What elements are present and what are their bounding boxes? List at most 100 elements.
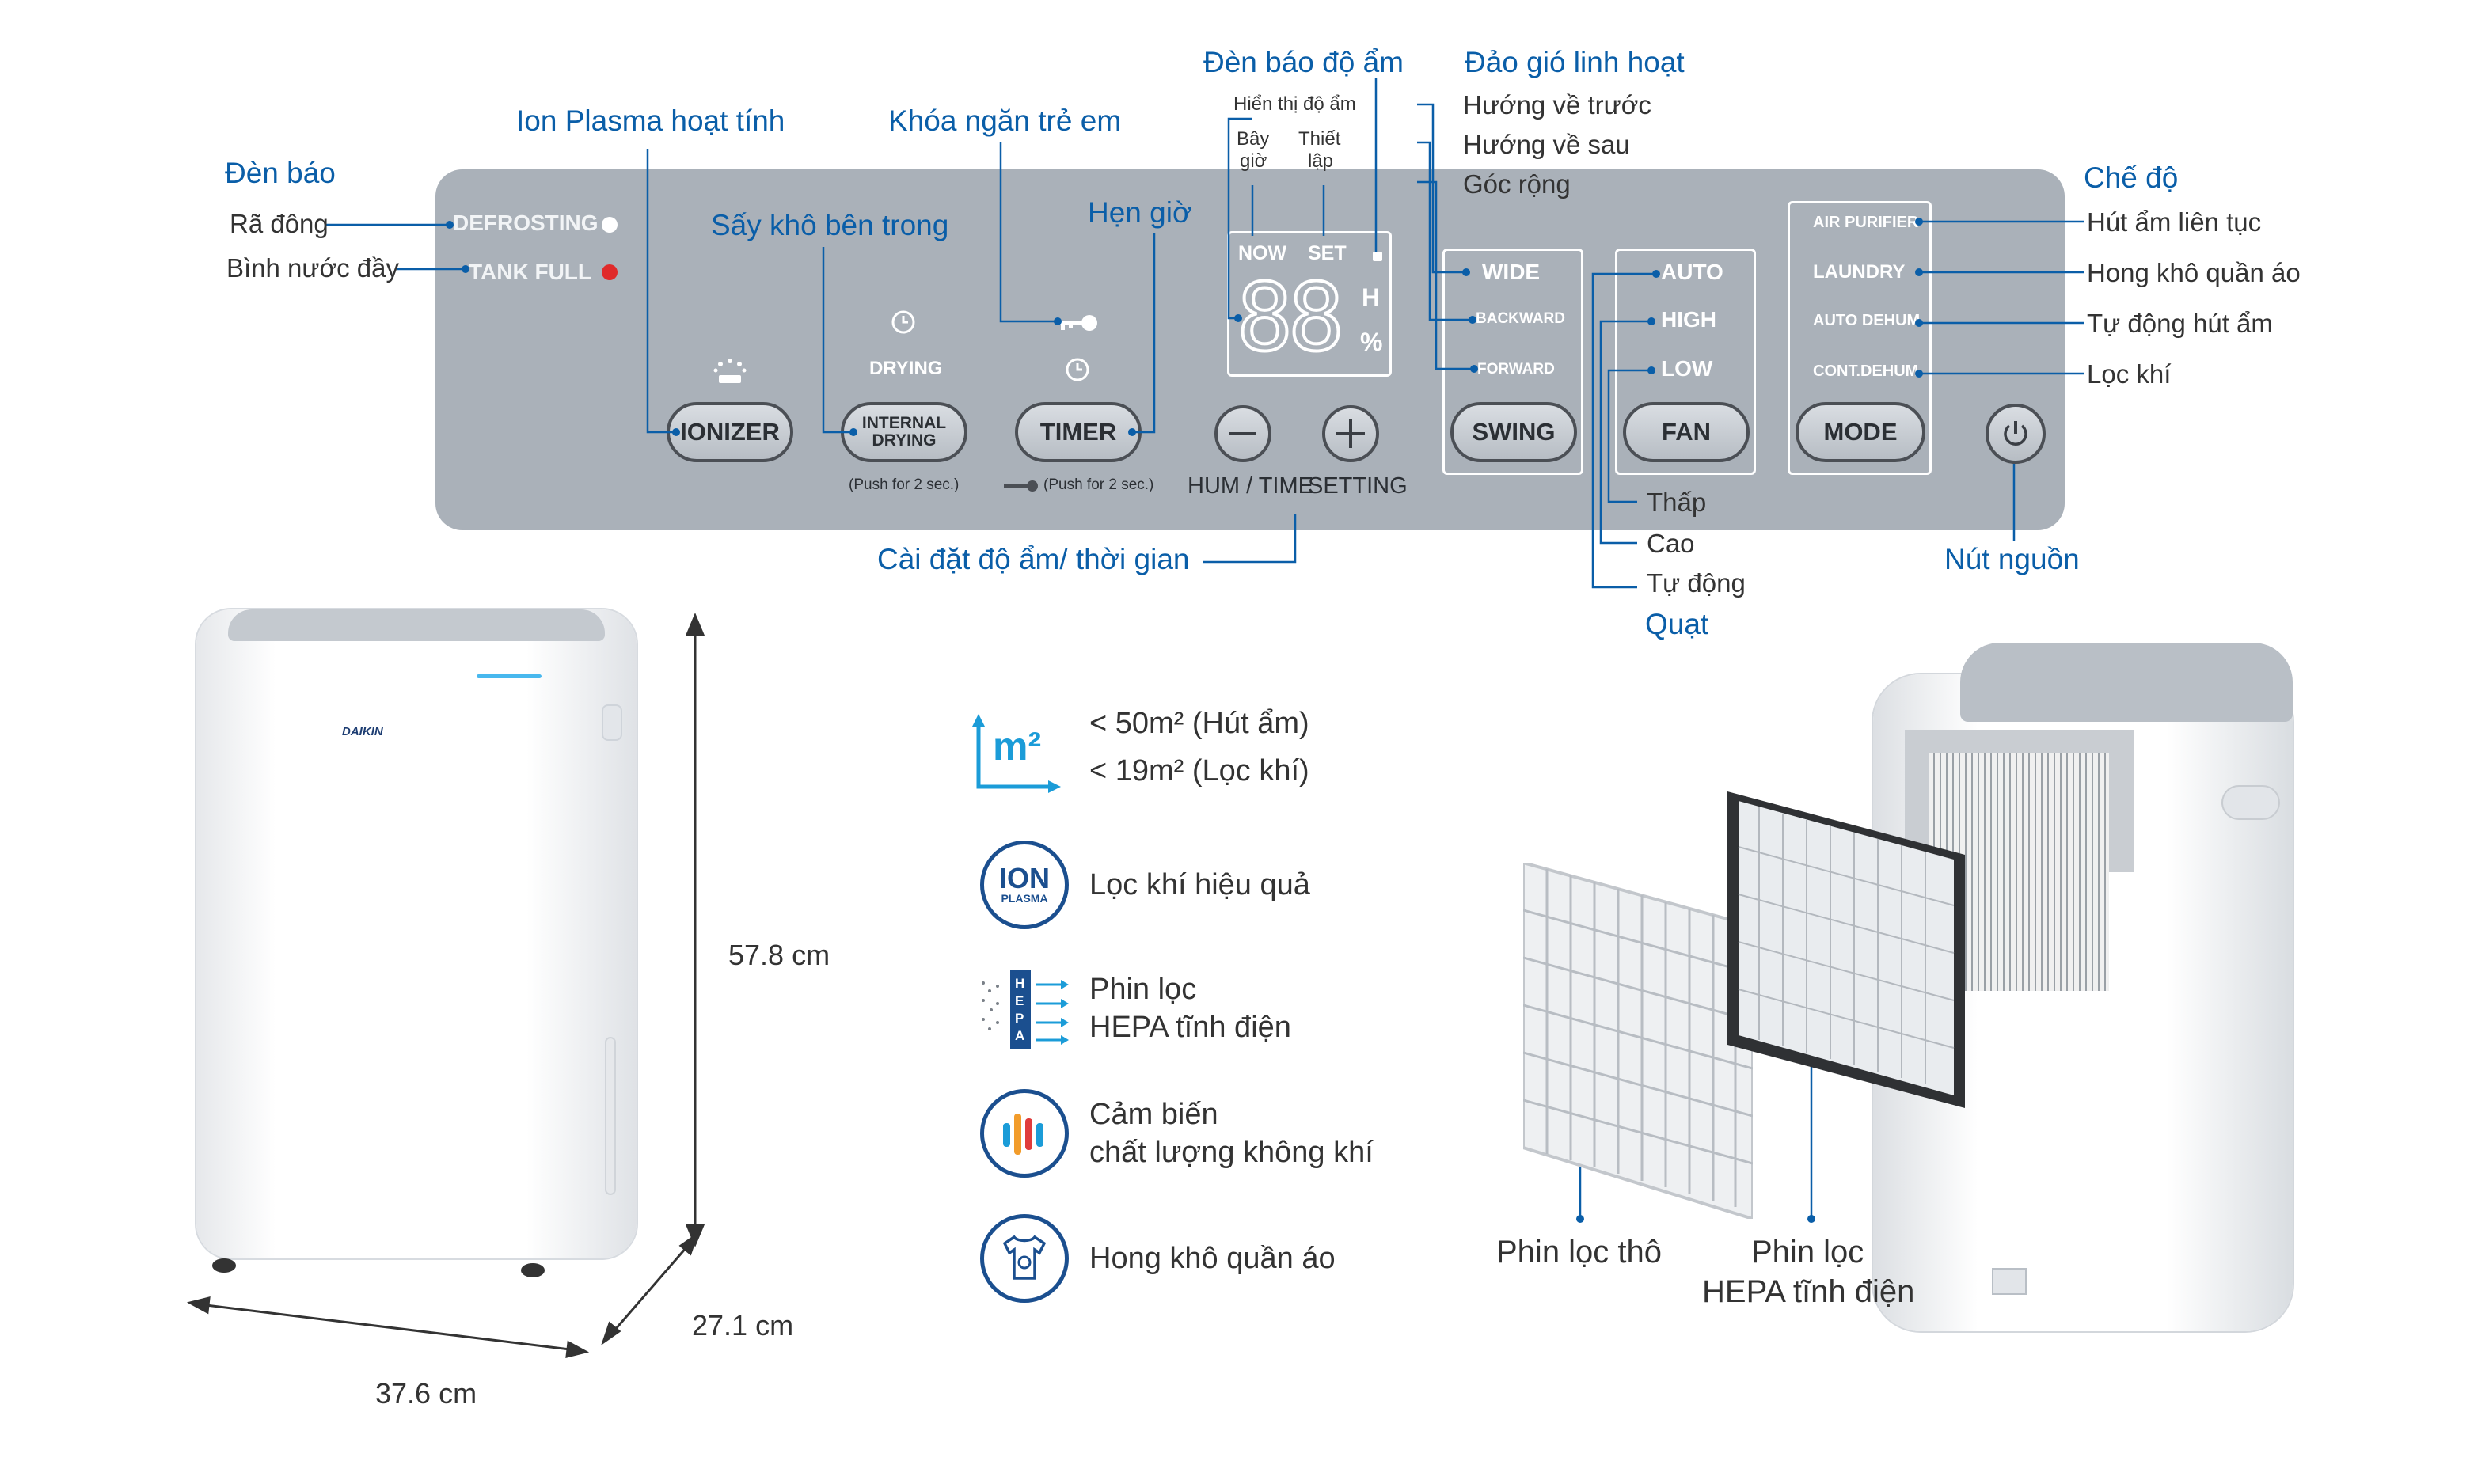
drying-label: DRYING — [869, 358, 943, 379]
annotation-ion-plasma: Ion Plasma hoạt tính — [516, 104, 785, 137]
timer-button[interactable]: TIMER — [1015, 402, 1142, 462]
annotation-tu-dong-hut-am: Tự động hút ẩm — [2087, 309, 2273, 338]
setting-label: SETTING — [1308, 473, 1408, 499]
annotation-hut-am-lien-tuc: Hút ẩm liên tục — [2087, 207, 2262, 237]
annotation-den-bao: Đèn báo — [225, 157, 336, 189]
annotation-nut-nguon: Nút nguồn — [1944, 543, 2080, 575]
swing-option-backward: BACKWARD — [1476, 310, 1565, 327]
ion-icon-label: ION — [998, 862, 1050, 894]
feature-hepa-1: Phin lọc — [1089, 973, 1197, 1006]
fan-option-auto: AUTO — [1661, 260, 1723, 284]
display-percent-unit: % — [1360, 328, 1383, 356]
display-h-unit: H — [1362, 283, 1381, 312]
m2-icon-label: m² — [993, 724, 1042, 769]
air-quality-sensor-icon — [980, 1089, 1069, 1178]
annotation-thiet-lap-1: Thiết — [1298, 128, 1341, 150]
plasma-icon-label: PLASMA — [1001, 892, 1048, 905]
annotation-hien-thi-do-am: Hiển thị độ ẩm — [1233, 93, 1356, 115]
annotation-hen-gio: Hẹn giờ — [1088, 196, 1192, 229]
key-lock-small-icon — [1002, 480, 1042, 492]
internal-drying-button[interactable]: INTERNAL DRYING — [841, 402, 967, 462]
swing-option-forward: FORWARD — [1477, 361, 1555, 378]
coarse-filter — [1522, 860, 1754, 1221]
plus-button[interactable] — [1322, 405, 1379, 462]
power-button[interactable] — [1986, 404, 2046, 464]
feature-ion: Lọc khí hiệu quả — [1089, 868, 1310, 901]
annotation-loc-khi: Lọc khí — [2087, 359, 2172, 389]
laundry-shirt-icon — [980, 1214, 1069, 1303]
fan-option-low: LOW — [1661, 356, 1713, 381]
hepa-filter-label-2: HEPA tĩnh điện — [1702, 1274, 1915, 1309]
annotation-tu-dong: Tự động — [1647, 568, 1746, 598]
mode-option-laundry: LAUNDRY — [1813, 261, 1906, 283]
fan-group — [1615, 249, 1756, 475]
swing-group — [1442, 249, 1583, 475]
annotation-che-do: Chế độ — [2084, 161, 2179, 194]
mode-option-cont-dehum: CONT.DEHUM — [1813, 362, 1919, 380]
fan-option-high: HIGH — [1661, 307, 1716, 332]
ionizer-icon — [709, 355, 751, 386]
hepa-filter — [1727, 791, 1965, 1108]
tank-full-indicator-light — [602, 264, 618, 280]
internal-drying-label-2: DRYING — [872, 431, 937, 450]
swing-button[interactable]: SWING — [1450, 402, 1577, 462]
internal-drying-label-1: INTERNAL — [861, 414, 947, 432]
minus-icon — [1229, 432, 1256, 435]
fan-button[interactable]: FAN — [1623, 402, 1750, 462]
mode-option-auto-dehum: AUTO DEHUM — [1813, 312, 1921, 329]
power-icon — [2004, 421, 2027, 446]
mode-button[interactable]: MODE — [1796, 402, 1925, 462]
annotation-cao: Cao — [1647, 529, 1695, 558]
annotation-quat: Quạt — [1645, 608, 1709, 640]
display-digits: 88 — [1235, 263, 1346, 372]
display-set-label: SET — [1308, 242, 1347, 264]
defrosting-indicator-light — [602, 217, 618, 233]
annotation-binh-nuoc-day: Bình nước đầy — [226, 253, 400, 283]
drying-clock-icon — [890, 309, 917, 336]
timer-clock-icon — [1064, 356, 1091, 383]
tank-full-indicator-label: TANK FULL — [469, 260, 591, 284]
coarse-filter-label: Phin lọc thô — [1496, 1235, 1663, 1270]
hepa-icon: HEPA — [979, 967, 1074, 1053]
mode-group — [1788, 201, 1932, 475]
feature-hepa-2: HEPA tĩnh điện — [1089, 1011, 1291, 1044]
display-indicator-light — [1373, 252, 1382, 261]
hum-time-label: HUM / TIME — [1188, 473, 1313, 499]
annotation-huong-sau: Hướng về sau — [1463, 130, 1630, 159]
annotation-thiet-lap-2: lập — [1308, 150, 1334, 172]
push-note-lock: (Push for 2 sec.) — [1043, 476, 1154, 493]
annotation-cai-dat: Cài đặt độ ẩm/ thời gian — [877, 543, 1190, 575]
ionizer-button[interactable]: IONIZER — [667, 402, 793, 462]
push-note-drying: (Push for 2 sec.) — [849, 476, 960, 493]
feature-area-purify: < 19m² (Lọc khí) — [1089, 754, 1309, 788]
annotation-hong-kho: Hong khô quần áo — [2087, 258, 2301, 287]
feature-area-dehum: < 50m² (Hút ẩm) — [1089, 707, 1309, 740]
annotation-say-kho: Sấy khô bên trong — [711, 209, 949, 241]
annotation-dao-gio: Đảo gió linh hoạt — [1465, 46, 1685, 78]
annotation-huong-truoc: Hướng về trước — [1463, 90, 1651, 120]
width-dimension: 37.6 cm — [375, 1377, 477, 1410]
area-icon: m² — [972, 711, 1066, 798]
brand-logo: DAIKIN — [342, 725, 383, 738]
annotation-thap: Thấp — [1647, 488, 1707, 517]
annotation-bay-gio-1: Bây — [1237, 128, 1270, 150]
defrosting-indicator-label: DEFROSTING — [453, 211, 599, 235]
annotation-bay-gio-2: giờ — [1240, 150, 1267, 172]
feature-sensor-1: Cảm biến — [1089, 1098, 1218, 1131]
plus-icon — [1336, 419, 1365, 448]
hepa-filter-label-1: Phin lọc — [1751, 1235, 1864, 1270]
height-dimension: 57.8 cm — [728, 939, 830, 971]
display-now-label: NOW — [1238, 242, 1287, 264]
control-panel — [435, 169, 2065, 530]
key-lock-icon — [1053, 312, 1100, 334]
hepa-icon-label: HEPA — [1015, 976, 1025, 1043]
mode-option-air-purifier: AIR PURIFIER — [1813, 214, 1919, 231]
depth-dimension: 27.1 cm — [692, 1309, 794, 1342]
minus-button[interactable] — [1214, 405, 1271, 462]
ion-plasma-icon: ION PLASMA — [980, 841, 1069, 929]
annotation-goc-rong: Góc rộng — [1463, 169, 1571, 199]
feature-sensor-2: chất lượng không khí — [1089, 1136, 1374, 1169]
swing-option-wide: WIDE — [1482, 260, 1541, 284]
